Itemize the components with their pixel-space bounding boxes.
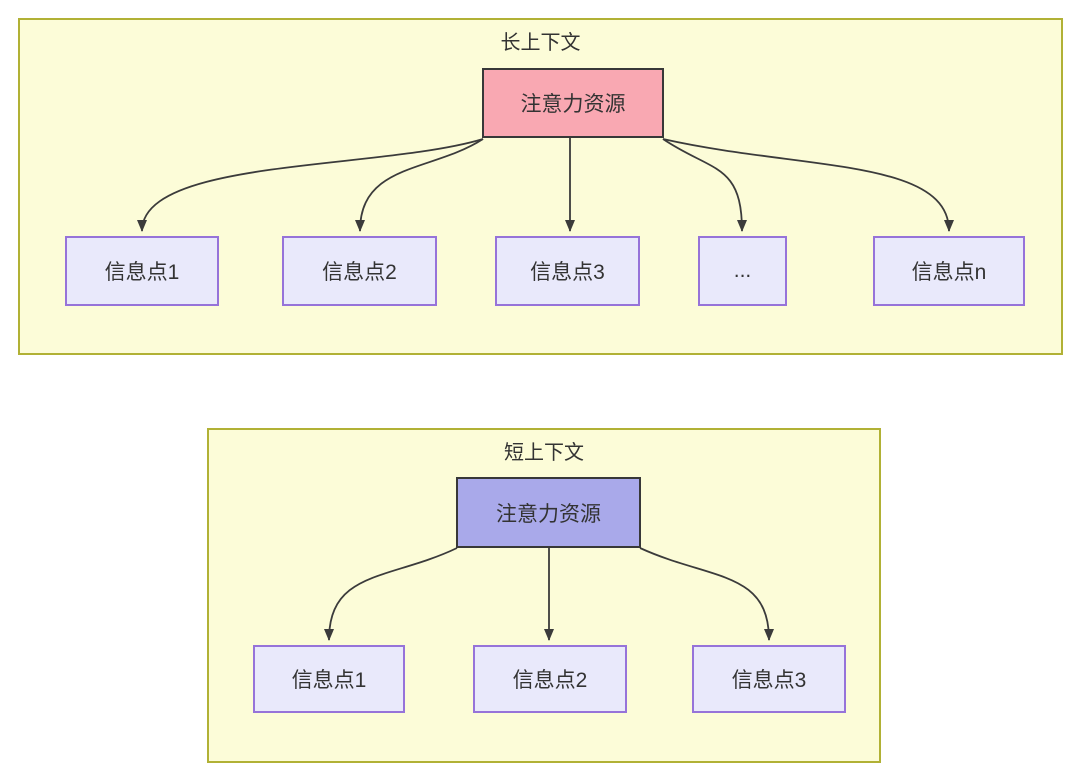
node-label: 信息点3	[731, 669, 807, 692]
group-title-long-context: 长上下文	[500, 32, 581, 54]
node-label: 注意力资源	[520, 93, 626, 116]
node-label: 信息点3	[530, 261, 605, 284]
node-label: 信息点1	[104, 261, 180, 284]
node-label: 信息点1	[291, 669, 367, 692]
node-info-point-1-long: 信息点1	[65, 236, 219, 306]
node-info-point-1-short: 信息点1	[253, 645, 405, 713]
node-label: 注意力资源	[496, 502, 601, 526]
node-label: ...	[733, 259, 752, 282]
node-info-point-ellipsis-long: ...	[698, 236, 787, 306]
node-info-point-2-long: 信息点2	[282, 236, 437, 306]
group-title-short-context: 短上下文	[504, 442, 584, 464]
node-attention-resource-short: 注意力资源	[456, 477, 641, 548]
node-info-point-n-long: 信息点n	[873, 236, 1025, 306]
node-attention-resource-long: 注意力资源	[482, 68, 664, 138]
node-label: 信息点2	[512, 669, 588, 692]
node-label: 信息点n	[911, 261, 987, 284]
node-info-point-2-short: 信息点2	[473, 645, 627, 713]
node-info-point-3-long: 信息点3	[495, 236, 640, 306]
node-info-point-3-short: 信息点3	[692, 645, 846, 713]
node-label: 信息点2	[322, 261, 397, 284]
